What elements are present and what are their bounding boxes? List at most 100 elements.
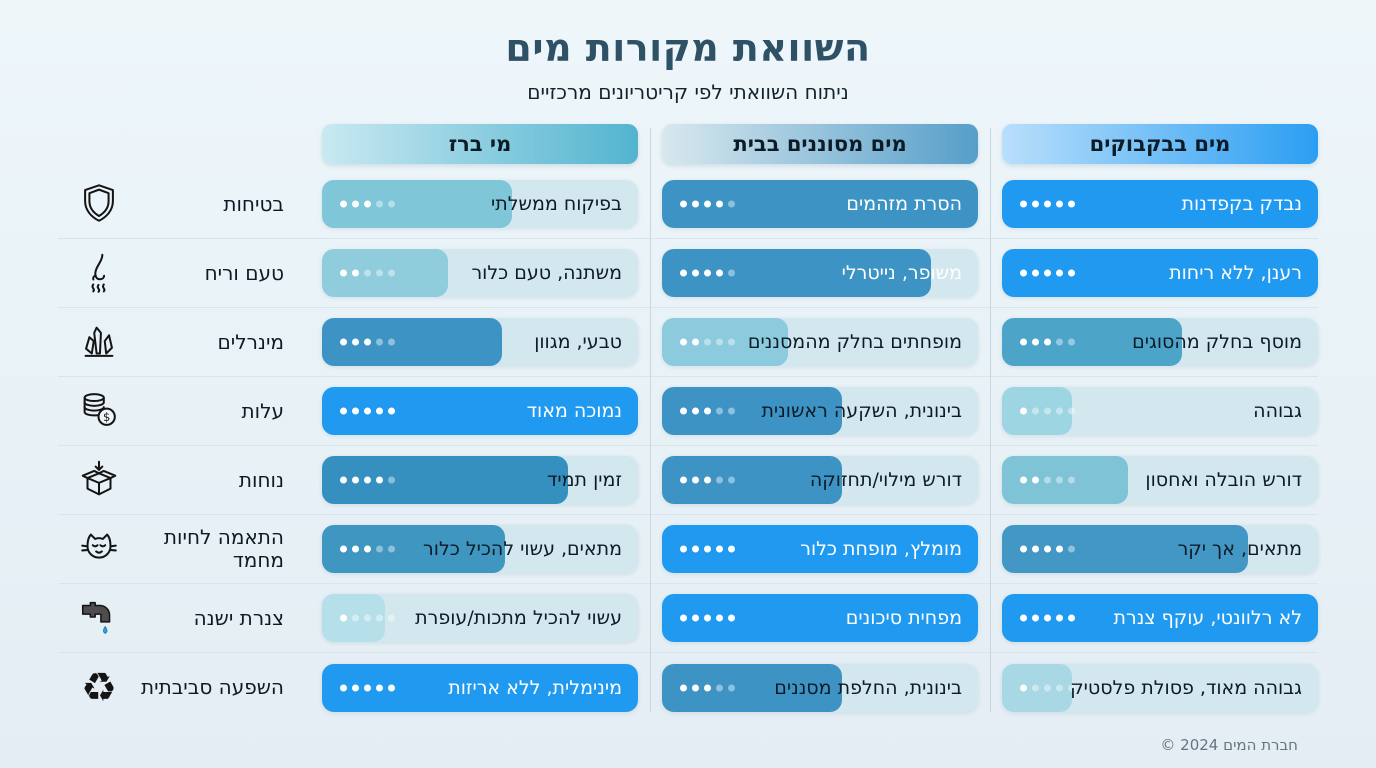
rating-note: מומלץ, מופחת כלור	[800, 538, 962, 560]
table-body: בטיחות בפיקוח ממשלתי הסרת מזהמים נבדק בק…	[58, 170, 1318, 722]
table-row: התאמה לחיות מחמד מתאים, עשוי להכיל כלור …	[58, 515, 1318, 584]
rating-dot	[340, 338, 347, 346]
rating-dot	[352, 407, 359, 415]
rating-dot	[352, 614, 359, 622]
column-header-tap-water: מי ברז	[322, 124, 638, 164]
rating-dot	[1068, 200, 1075, 208]
rating-dot	[692, 545, 699, 553]
criterion-label: טעם וריח	[204, 260, 284, 285]
rating-dot	[704, 614, 711, 622]
rating-cell: דורש מילוי/תחזוקה	[662, 456, 978, 504]
rating-dot	[1032, 407, 1039, 415]
rating-cell: מתאים, אך יקר	[1002, 525, 1318, 573]
rating-fill-bar	[1002, 180, 1318, 228]
rating-dot	[376, 684, 383, 691]
rating-dot	[1068, 338, 1075, 346]
rating-dot	[728, 269, 735, 277]
table-row: טעם וריח משתנה, טעם כלור משופר, נייטרלי …	[58, 239, 1318, 308]
criterion-label: נוחות	[238, 467, 284, 492]
table-row: צנרת ישנה עשוי להכיל מתכות/עופרת מפחית ס…	[58, 584, 1318, 653]
criterion-cell: טעם וריח	[58, 239, 298, 307]
rating-dots	[680, 338, 735, 346]
rating-dot	[728, 545, 735, 553]
rating-dot	[352, 200, 359, 208]
page-header: השוואת מקורות מים ניתוח השוואתי לפי קריט…	[0, 0, 1376, 104]
rating-dot	[716, 407, 723, 415]
rating-dots	[1020, 545, 1075, 553]
rating-cell: מינימלית, ללא אריזות	[322, 663, 638, 712]
rating-cell: לא רלוונטי, עוקף צנרת	[1002, 594, 1318, 642]
rating-dots	[1020, 200, 1075, 208]
rating-dot	[1020, 545, 1027, 553]
rating-note: בינונית, השקעה ראשונית	[761, 400, 962, 422]
column-divider	[990, 128, 991, 712]
rating-dot	[364, 200, 371, 208]
rating-dot	[704, 269, 711, 277]
rating-dot	[352, 684, 359, 691]
rating-dots	[1020, 684, 1075, 691]
rating-dot	[716, 200, 723, 208]
criterion-label: השפעה סביבתית	[140, 675, 284, 699]
rating-note: נמוכה מאוד	[526, 400, 622, 422]
criterion-label: צנרת ישנה	[193, 605, 284, 630]
rating-dot	[692, 407, 699, 415]
criterion-cell: התאמה לחיות מחמד	[58, 515, 298, 583]
rating-dot	[704, 407, 711, 415]
cat-icon	[76, 526, 122, 572]
rating-dots	[680, 200, 735, 208]
rating-fill-bar	[662, 525, 978, 573]
rating-cell: בינונית, החלפת מסננים	[662, 663, 978, 712]
rating-dot	[728, 200, 735, 208]
rating-note: עשוי להכיל מתכות/עופרת	[415, 607, 622, 629]
rating-dot	[1032, 545, 1039, 553]
rating-note: מוסף בחלק מהסוגים	[1132, 331, 1302, 353]
rating-dot	[388, 269, 395, 277]
rating-dot	[692, 269, 699, 277]
rating-cell: דורש הובלה ואחסון	[1002, 456, 1318, 504]
rating-dot	[388, 338, 395, 346]
rating-dot	[1056, 614, 1063, 622]
rating-fill-bar	[1002, 249, 1318, 297]
rating-dot	[1020, 200, 1027, 208]
rating-cell: מפחית סיכונים	[662, 594, 978, 642]
rating-dots	[1020, 407, 1075, 415]
rating-dot	[704, 684, 711, 691]
rating-dot	[376, 614, 383, 622]
column-divider	[650, 128, 651, 712]
rating-dot	[1032, 476, 1039, 484]
comparison-table: מי ברז מים מסוננים בבית מים בבקבוקים בטי…	[58, 124, 1318, 722]
rating-dot	[1044, 476, 1051, 484]
rating-dot	[1044, 684, 1051, 691]
rating-dots	[340, 407, 395, 415]
rating-dot	[680, 269, 687, 277]
rating-dot	[728, 614, 735, 622]
column-headers: מי ברז מים מסוננים בבית מים בבקבוקים	[58, 124, 1318, 164]
rating-dot	[1068, 476, 1075, 484]
rating-cell: משתנה, טעם כלור	[322, 249, 638, 297]
rating-dot	[1068, 269, 1075, 277]
shield-icon	[76, 181, 122, 227]
rating-note: בפיקוח ממשלתי	[490, 193, 622, 215]
rating-cell: גבוהה מאוד, פסולת פלסטיק	[1002, 663, 1318, 712]
rating-note: זמין תמיד	[547, 469, 622, 491]
recycle-icon: ♻	[81, 664, 117, 711]
rating-dot	[680, 200, 687, 208]
table-row: $ עלות נמוכה מאוד בינונית, השקעה ראשונית…	[58, 377, 1318, 446]
rating-fill-bar	[662, 180, 978, 228]
rating-dot	[364, 269, 371, 277]
rating-cell: עשוי להכיל מתכות/עופרת	[322, 594, 638, 642]
rating-dot	[1020, 407, 1027, 415]
rating-dots	[1020, 338, 1075, 346]
rating-dot	[728, 684, 735, 691]
rating-fill-bar	[322, 594, 386, 642]
rating-dots	[680, 614, 735, 622]
page-footer: © 2024 חברת המים	[1160, 735, 1298, 754]
column-header-bottled-water: מים בבקבוקים	[1002, 124, 1318, 164]
rating-dot	[680, 476, 687, 484]
rating-dot	[1056, 407, 1063, 415]
rating-dot	[340, 407, 347, 415]
svg-text:$: $	[103, 410, 110, 424]
criterion-label: עלות	[241, 398, 284, 423]
rating-dot	[1032, 684, 1039, 691]
rating-cell: מומלץ, מופחת כלור	[662, 525, 978, 573]
